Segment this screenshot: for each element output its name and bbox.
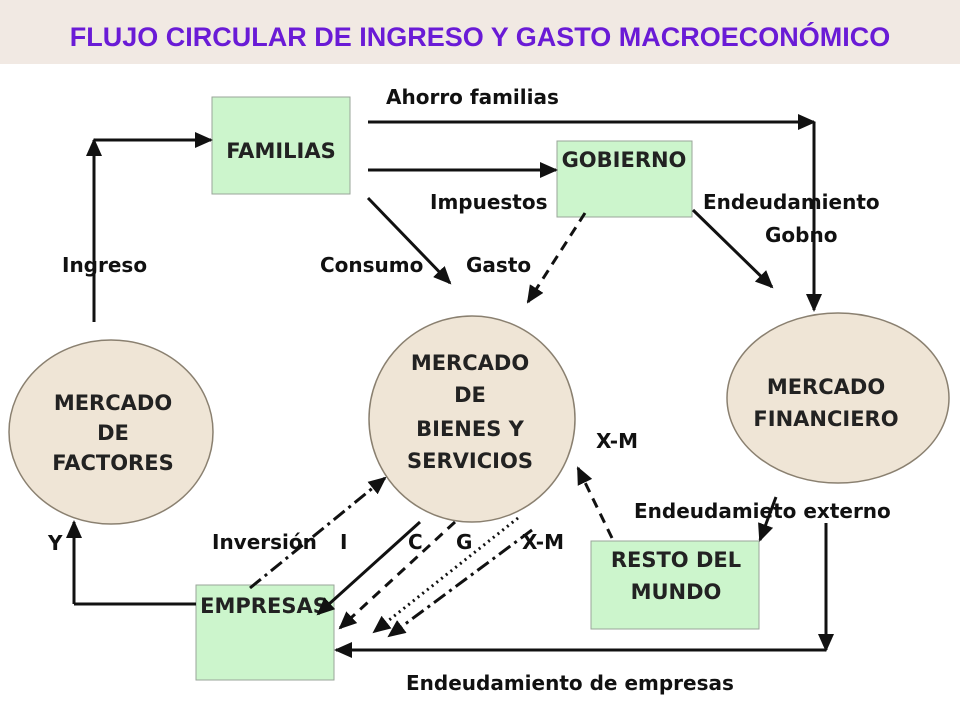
node-mercado-bienes-label-1: MERCADO (411, 351, 529, 375)
arrow-xm-top (576, 466, 614, 539)
node-mercado-bienes-label-4: SERVICIOS (407, 449, 533, 473)
node-mercado-factores-label-2: DE (97, 421, 129, 445)
label-gasto: Gasto (466, 253, 531, 277)
node-mercado-financiero: MERCADO FINANCIERO (726, 312, 950, 484)
node-mercado-bienes-label-3: BIENES Y (416, 417, 525, 441)
label-impuestos: Impuestos (430, 190, 548, 214)
node-mercado-financiero-label-2: FINANCIERO (753, 407, 898, 431)
label-endeudamiento-gobno-2: Gobno (765, 223, 837, 247)
arrow-c (316, 520, 422, 616)
node-mercado-bienes: MERCADO DE BIENES Y SERVICIOS (368, 315, 576, 523)
label-xm-top: X-M (596, 429, 638, 453)
label-endeudamiento-empresas: Endeudamiento de empresas (406, 671, 734, 695)
arrow-inversion (249, 476, 387, 590)
node-familias-label: FAMILIAS (226, 139, 335, 163)
label-ingreso: Ingreso (62, 253, 147, 277)
node-resto-mundo: RESTO DEL MUNDO (590, 540, 760, 630)
label-inversion: Inversión (212, 530, 317, 554)
label-xm-bottom: X-M (522, 530, 564, 554)
node-resto-mundo-label-1: RESTO DEL (611, 548, 741, 572)
label-g: G (456, 530, 472, 554)
node-mercado-factores-label-3: FACTORES (52, 451, 173, 475)
label-c: C (408, 530, 423, 554)
label-endeudamiento-externo: Endeudamieto externo (634, 499, 891, 523)
label-consumo: Consumo (320, 253, 423, 277)
arrow-g (338, 520, 457, 630)
arrow-endeudamiento-externo (758, 496, 778, 542)
label-y: Y (47, 531, 63, 555)
node-mercado-factores-label-1: MERCADO (54, 391, 172, 415)
node-mercado-bienes-label-2: DE (454, 383, 486, 407)
arrow-gasto (526, 212, 587, 304)
node-familias: FAMILIAS (211, 96, 351, 195)
arrow-endeudamiento-gobno (691, 208, 774, 289)
arrow-xm-bottom (372, 516, 519, 634)
label-endeudamiento-gobno-1: Endeudamiento (703, 190, 880, 214)
node-gobierno: GOBIERNO (556, 140, 693, 218)
arrow-g-extra (387, 528, 533, 638)
page-title: FLUJO CIRCULAR DE INGRESO Y GASTO MACROE… (69, 22, 891, 52)
node-mercado-financiero-label-1: MERCADO (767, 375, 885, 399)
node-resto-mundo-label-2: MUNDO (631, 580, 722, 604)
node-empresas: EMPRESAS (195, 584, 335, 681)
label-ahorro-familias: Ahorro familias (386, 85, 559, 109)
title-bar (0, 0, 960, 64)
arrow-consumo (366, 196, 452, 285)
node-gobierno-label: GOBIERNO (562, 148, 687, 172)
label-i: I (340, 530, 347, 554)
node-empresas-label: EMPRESAS (200, 594, 328, 618)
node-mercado-factores: MERCADO DE FACTORES (8, 339, 214, 525)
